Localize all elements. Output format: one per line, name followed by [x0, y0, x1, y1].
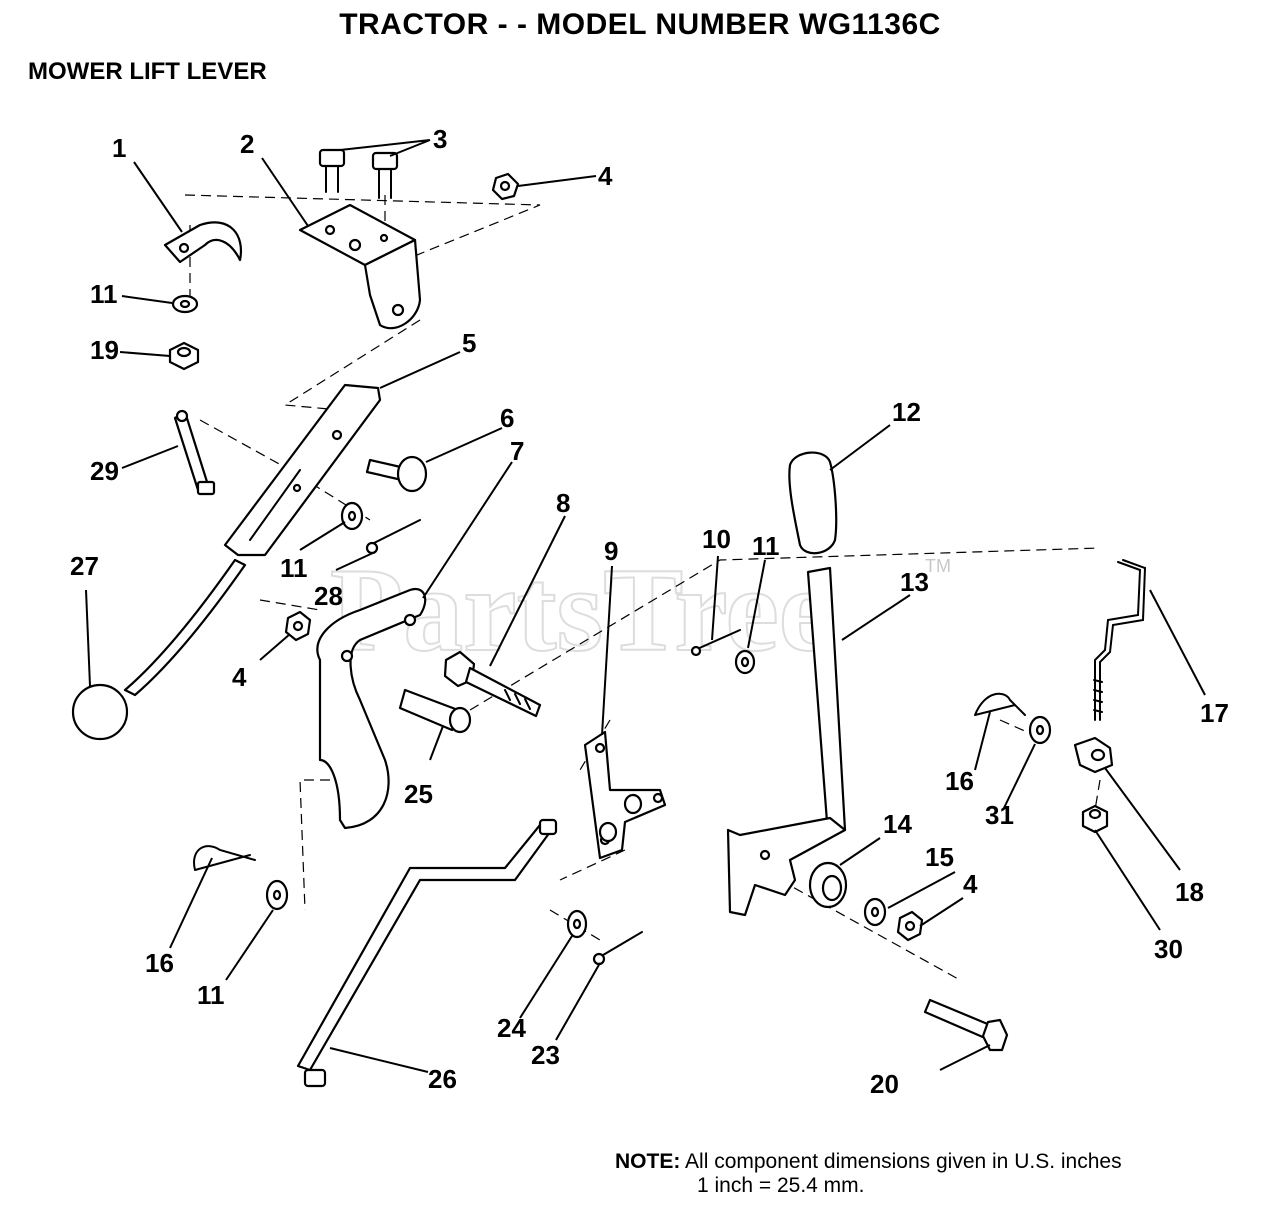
part-30-nut — [1081, 804, 1109, 834]
callout-4-top: 4 — [598, 161, 613, 191]
callout-11-a: 11 — [90, 279, 118, 309]
callout-18: 18 — [1175, 877, 1204, 907]
part-11-washer-mid — [340, 501, 364, 531]
watermark-trademark: TM — [925, 556, 951, 576]
callout-15: 15 — [925, 842, 954, 872]
part-20-bolt — [923, 998, 1009, 1052]
callout-12: 12 — [892, 397, 921, 427]
note-label: NOTE: — [615, 1150, 681, 1173]
callout-7: 7 — [510, 436, 524, 466]
callout-9: 9 — [604, 536, 618, 566]
part-24-washer — [566, 909, 588, 939]
callout-8: 8 — [556, 488, 570, 518]
part-16-hairpin-left — [193, 845, 256, 871]
callout-20: 20 — [870, 1069, 899, 1099]
part-1-spring-clip — [163, 221, 243, 264]
part-15-washer — [863, 897, 887, 927]
callout-numbers: 1 2 3 4 5 6 7 8 9 10 11 11 11 11 12 13 1… — [70, 124, 1229, 1099]
part-18-trunnion — [1073, 736, 1114, 774]
part-25-spacer — [398, 688, 472, 734]
callout-4-mid: 4 — [232, 662, 247, 692]
callout-30: 30 — [1154, 934, 1183, 964]
part-13-lift-lever — [726, 566, 847, 917]
note-line-2: 1 inch = 25.4 mm. — [697, 1174, 865, 1197]
part-8-long-bolt — [443, 650, 542, 718]
part-11-washer-right — [734, 649, 756, 675]
callout-6: 6 — [500, 403, 514, 433]
callout-25: 25 — [404, 779, 433, 809]
part-26-link-rod — [296, 818, 558, 1088]
callout-14: 14 — [883, 809, 912, 839]
part-29-pin-link — [173, 409, 216, 496]
callout-19: 19 — [90, 335, 119, 365]
part-4-nut-top — [491, 172, 520, 201]
callout-11-d: 11 — [197, 980, 225, 1010]
callout-2: 2 — [240, 129, 254, 159]
callout-4-lower: 4 — [963, 869, 978, 899]
callout-3: 3 — [433, 124, 447, 154]
callout-leaders — [85, 139, 1206, 1073]
callout-31: 31 — [985, 800, 1014, 830]
callout-29: 29 — [90, 456, 119, 486]
part-17-adjustment-rod — [1093, 559, 1147, 721]
part-10-cotter-pin — [690, 629, 741, 657]
callout-10: 10 — [702, 524, 731, 554]
callout-1: 1 — [112, 133, 126, 163]
part-11-washer-left — [171, 294, 199, 314]
dimension-note: NOTE: All component dimensions given in … — [615, 1150, 1122, 1198]
part-9-pivot-bracket — [583, 730, 667, 860]
part-27-knob — [71, 683, 129, 741]
callout-28: 28 — [314, 581, 343, 611]
callout-11-c: 11 — [752, 531, 780, 561]
part-4-nut-mid — [284, 610, 312, 642]
part-2-mounting-bracket — [298, 203, 422, 330]
callout-26: 26 — [428, 1064, 457, 1094]
page-title: TRACTOR - - MODEL NUMBER WG1136C — [339, 8, 941, 41]
note-line-1: All component dimensions given in U.S. i… — [685, 1150, 1122, 1173]
callout-24: 24 — [497, 1013, 526, 1043]
part-31-washer — [1028, 715, 1052, 745]
part-11-washer-lower — [265, 879, 289, 911]
part-3-bolts — [318, 148, 399, 199]
part-16-hairpin-right — [974, 692, 1026, 716]
callout-17: 17 — [1200, 698, 1229, 728]
callout-16-left: 16 — [145, 948, 174, 978]
assembly-guide-lines — [184, 194, 1101, 981]
callout-27: 27 — [70, 551, 99, 581]
part-5-lift-link — [123, 383, 382, 697]
diagram-subtitle: MOWER LIFT LEVER — [28, 58, 267, 85]
part-7-lever-plate — [316, 587, 427, 830]
callout-5: 5 — [462, 328, 476, 358]
callout-11-b: 11 — [280, 553, 308, 583]
callout-23: 23 — [531, 1040, 560, 1070]
part-12-handle-grip — [788, 451, 838, 555]
part-4-nut-lower — [896, 910, 924, 942]
part-14-bushing — [808, 861, 848, 909]
callout-16-right: 16 — [945, 766, 974, 796]
part-19-nut — [168, 341, 200, 371]
part-6-shoulder-bolt — [365, 455, 428, 493]
callout-13: 13 — [900, 567, 929, 597]
part-23-cotter-pin — [592, 931, 643, 966]
